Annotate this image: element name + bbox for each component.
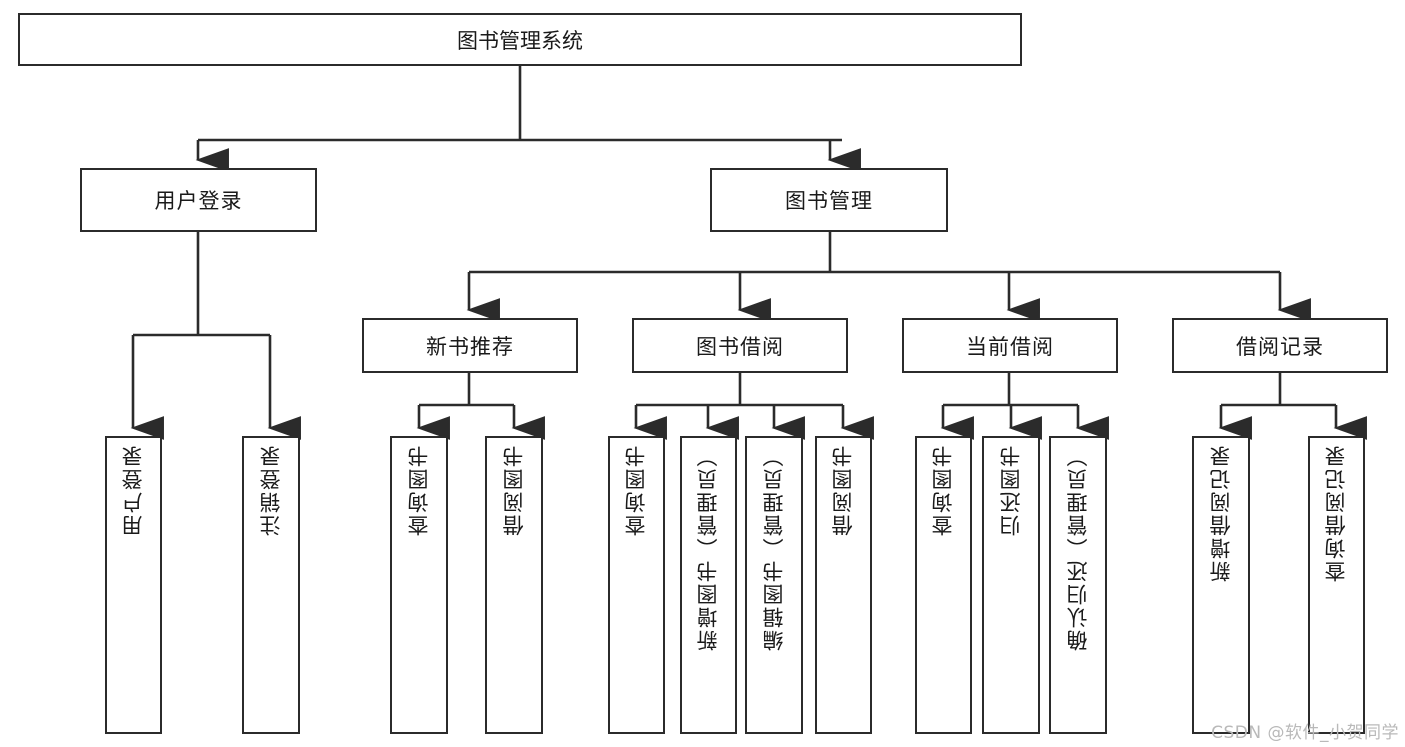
node-label: 图书管理	[785, 189, 873, 213]
leaf-query-book-1[interactable]: 查询图书	[390, 436, 448, 734]
leaf-logout-login[interactable]: 注销登录	[242, 436, 300, 734]
node-label: 新增借阅记录	[1208, 444, 1233, 582]
node-label: 注销登录	[258, 444, 283, 536]
node-label: 新书推荐	[426, 334, 514, 359]
node-label: 借阅图书	[501, 444, 526, 536]
leaf-query-record[interactable]: 查询借阅记录	[1308, 436, 1365, 734]
node-label: 查询图书	[931, 444, 956, 536]
node-label: 图书借阅	[696, 334, 784, 359]
node-label: 新增图书（管理员）	[696, 444, 721, 651]
node-new-book-recommend[interactable]: 新书推荐	[362, 318, 578, 373]
leaf-borrow-book-2[interactable]: 借阅图书	[815, 436, 872, 734]
node-root[interactable]: 图书管理系统	[18, 13, 1022, 66]
node-label: 用户登录	[121, 444, 146, 536]
leaf-edit-book[interactable]: 编辑图书（管理员）	[745, 436, 803, 734]
node-user-login[interactable]: 用户登录	[80, 168, 317, 232]
node-label: 查询借阅记录	[1324, 444, 1349, 582]
node-label: 借阅图书	[831, 444, 856, 536]
leaf-confirm-return[interactable]: 确认归还（管理员）	[1049, 436, 1107, 734]
node-book-borrow[interactable]: 图书借阅	[632, 318, 848, 373]
node-label: 借阅记录	[1236, 334, 1324, 359]
node-label: 确认归还（管理员）	[1065, 444, 1090, 651]
leaf-borrow-book-1[interactable]: 借阅图书	[485, 436, 543, 734]
leaf-query-book-3[interactable]: 查询图书	[915, 436, 972, 734]
node-borrow-record[interactable]: 借阅记录	[1172, 318, 1388, 373]
leaf-add-record[interactable]: 新增借阅记录	[1192, 436, 1250, 734]
leaf-return-book[interactable]: 归还图书	[982, 436, 1040, 734]
node-label: 归还图书	[998, 444, 1023, 536]
node-label: 图书管理系统	[457, 28, 583, 53]
leaf-add-book[interactable]: 新增图书（管理员）	[680, 436, 737, 734]
csdn-watermark: CSDN @软件_小贺同学	[1211, 723, 1399, 743]
node-label: 查询图书	[406, 444, 431, 536]
leaf-user-login[interactable]: 用户登录	[105, 436, 162, 734]
node-label: 用户登录	[154, 189, 243, 213]
node-book-management[interactable]: 图书管理	[710, 168, 948, 232]
node-label: 当前借阅	[966, 334, 1054, 359]
node-current-borrow[interactable]: 当前借阅	[902, 318, 1118, 373]
node-label: 查询图书	[624, 444, 649, 536]
node-label: 编辑图书（管理员）	[761, 444, 786, 651]
leaf-query-book-2[interactable]: 查询图书	[608, 436, 665, 734]
